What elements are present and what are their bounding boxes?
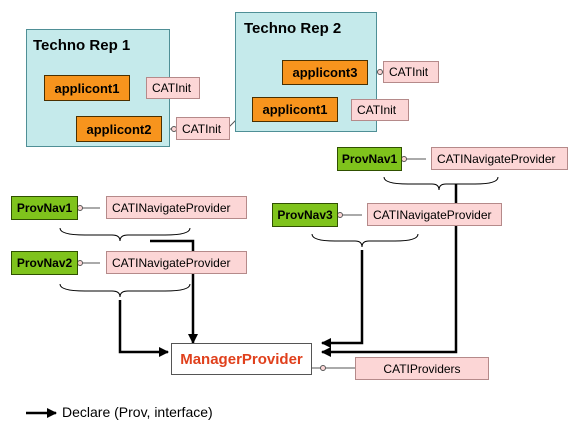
declare-arrow-provnav1 xyxy=(150,239,198,344)
component-applicont1[interactable]: applicont1 xyxy=(44,75,130,101)
provider-provnav2[interactable]: ProvNav2 xyxy=(11,251,78,275)
provider-provnav1[interactable]: ProvNav1 xyxy=(11,196,78,220)
manager-provider[interactable]: ManagerProvider xyxy=(171,343,312,375)
interface-catiproviders[interactable]: CATIProviders xyxy=(355,357,489,380)
interface-catinavigateprovider[interactable]: CATINavigateProvider xyxy=(367,203,502,226)
declare-arrow-provnav3 xyxy=(321,250,364,348)
lollipop-icon xyxy=(401,156,407,162)
lollipop-icon xyxy=(377,69,383,75)
techno-rep-2-title: Techno Rep 2 xyxy=(244,20,342,37)
brace-provnav1-right xyxy=(383,176,499,191)
declare-arrow-provnav2 xyxy=(118,300,169,357)
component-applicont2[interactable]: applicont2 xyxy=(76,116,162,142)
lollipop-icon xyxy=(320,365,326,371)
component-applicont3[interactable]: applicont3 xyxy=(282,60,368,85)
component-applicont1-rep2[interactable]: applicont1 xyxy=(252,97,338,122)
declare-arrow-provnav1-right xyxy=(321,184,458,357)
interface-catinit[interactable]: CATInit xyxy=(351,99,409,121)
interface-catinit[interactable]: CATInit xyxy=(146,77,200,99)
interface-catinavigateprovider[interactable]: CATINavigateProvider xyxy=(106,196,247,219)
brace-provnav3 xyxy=(311,233,419,248)
lollipop-icon xyxy=(77,260,83,266)
interface-catinit[interactable]: CATInit xyxy=(383,61,439,83)
lollipop-icon xyxy=(337,212,343,218)
interface-catinavigateprovider[interactable]: CATINavigateProvider xyxy=(431,147,568,170)
interface-catinavigateprovider[interactable]: CATINavigateProvider xyxy=(106,251,247,274)
lollipop-icon xyxy=(77,205,83,211)
legend-label: Declare (Prov, interface) xyxy=(62,404,213,420)
techno-rep-1-title: Techno Rep 1 xyxy=(33,37,131,54)
brace-provnav2 xyxy=(59,283,191,298)
interface-catinit[interactable]: CATInit xyxy=(176,117,230,140)
provider-provnav3[interactable]: ProvNav3 xyxy=(272,203,338,227)
brace-provnav1 xyxy=(59,227,191,242)
provider-provnav1-right[interactable]: ProvNav1 xyxy=(337,147,402,171)
